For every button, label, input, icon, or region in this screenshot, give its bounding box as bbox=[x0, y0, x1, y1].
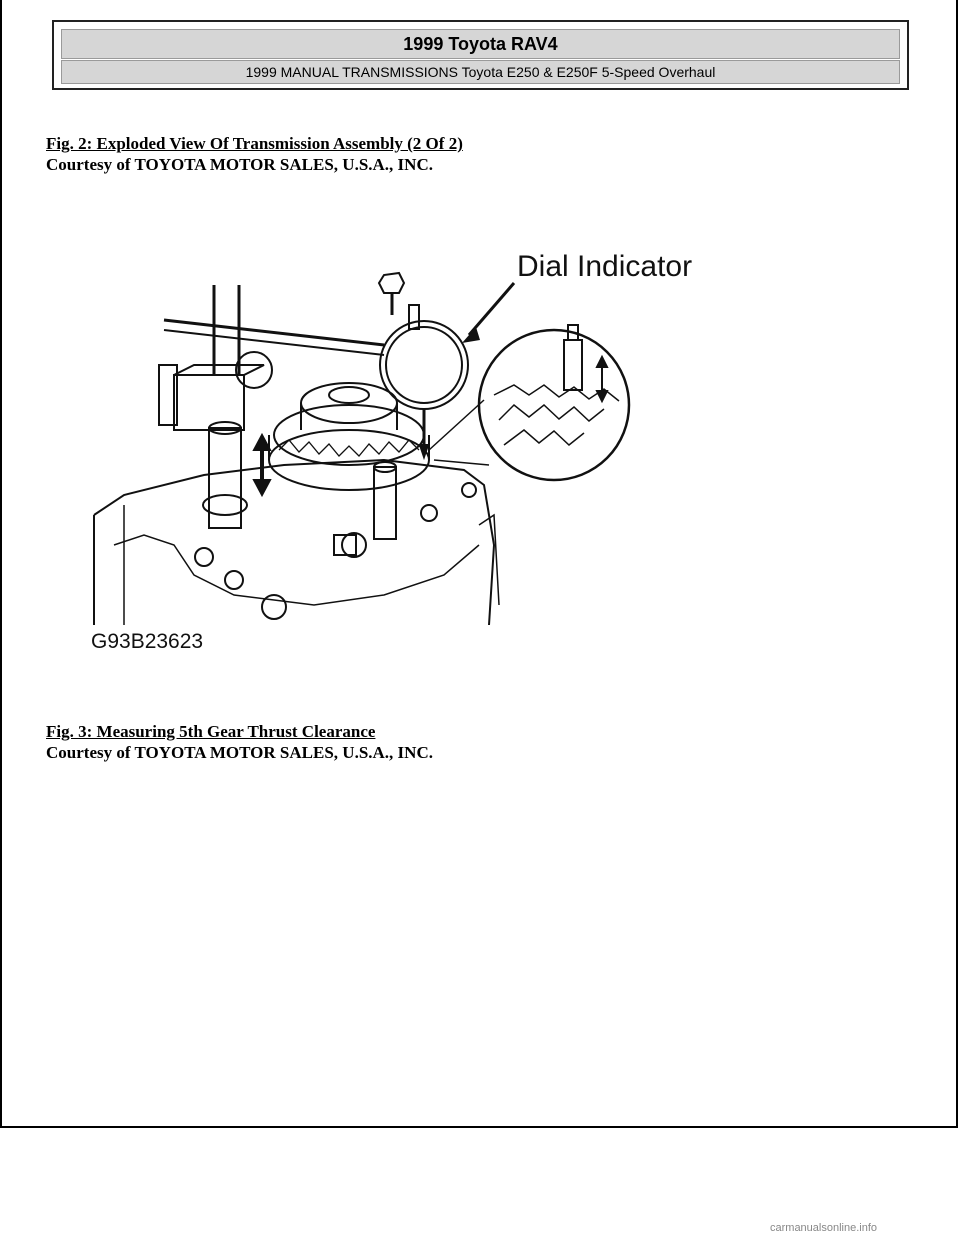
figure-3-caption: Fig. 3: Measuring 5th Gear Thrust Cleara… bbox=[46, 721, 433, 763]
watermark: carmanualsonline.info bbox=[770, 1222, 878, 1234]
header-subtitle: 1999 MANUAL TRANSMISSIONS Toyota E250 & … bbox=[61, 60, 900, 84]
header-title: 1999 Toyota RAV4 bbox=[61, 29, 900, 59]
figure-2-credit: Courtesy of TOYOTA MOTOR SALES, U.S.A., … bbox=[46, 155, 433, 174]
dial-indicator-illustration bbox=[84, 245, 694, 665]
figure-3-label: Fig. 3: Measuring 5th Gear Thrust Cleara… bbox=[46, 722, 376, 741]
illustration-code: G93B23623 bbox=[91, 630, 204, 653]
figure-2-label: Fig. 2: Exploded View Of Transmission As… bbox=[46, 134, 463, 153]
figure-3-credit: Courtesy of TOYOTA MOTOR SALES, U.S.A., … bbox=[46, 743, 433, 762]
document-header: 1999 Toyota RAV4 1999 MANUAL TRANSMISSIO… bbox=[52, 20, 909, 90]
figure-2-caption: Fig. 2: Exploded View Of Transmission As… bbox=[46, 133, 463, 175]
dial-indicator-callout: Dial Indicator bbox=[517, 250, 693, 283]
page-frame bbox=[0, 0, 958, 1128]
